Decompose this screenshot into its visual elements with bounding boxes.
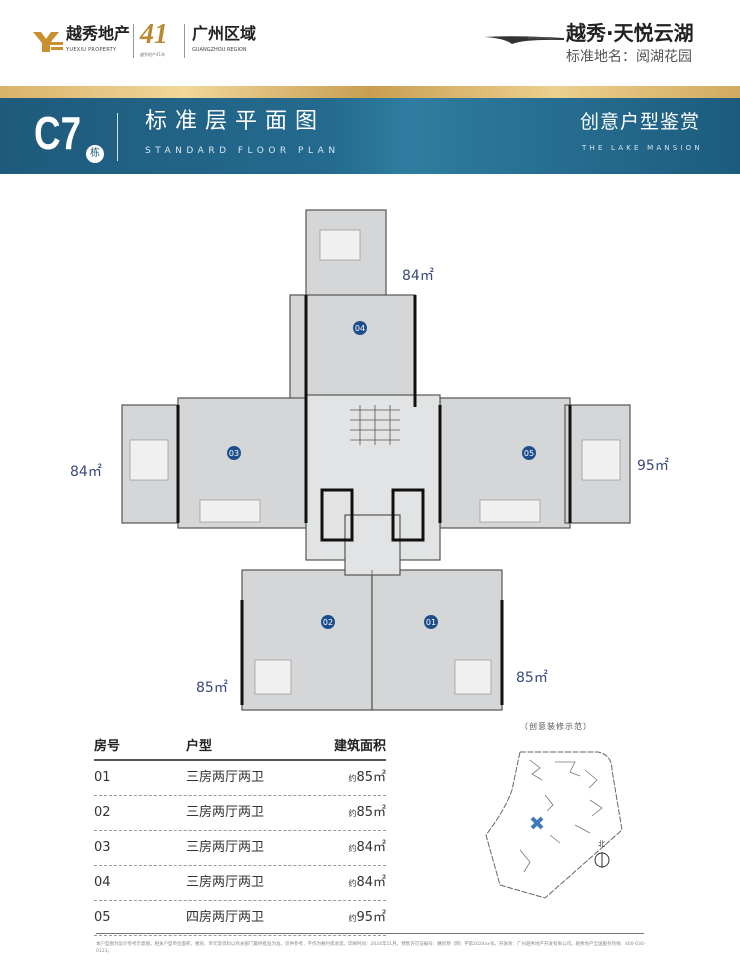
cell-no: 03 [94, 840, 111, 856]
banner-subtitle: STANDARD FLOOR PLAN [145, 146, 340, 156]
unit-area: 85㎡ [196, 680, 228, 696]
unit-label: 03 [229, 449, 239, 458]
siteplan-caption: （创意装修示范） [520, 722, 592, 731]
project-logo-icon: THE LAKE MANSION [484, 36, 564, 44]
title-banner [0, 98, 740, 174]
banner-title: 标准层平面图 [145, 109, 326, 134]
north-label: 北 [598, 840, 605, 848]
cell-area: 84㎡ [356, 875, 386, 891]
banner-right-title: 创意户型鉴赏 [580, 111, 701, 133]
divider [96, 933, 644, 934]
header-area: 建筑面积 [333, 739, 386, 754]
unit-marker-01 [424, 615, 438, 629]
cell-prefix: 约 [348, 879, 357, 889]
unit-label: 01 [426, 618, 436, 627]
unit-label: 04 [355, 324, 365, 333]
table-row: 05 四房两厅两卫 约95㎡ [94, 901, 386, 937]
cell-type: 三房两厅两卫 [186, 840, 265, 856]
unit-label: 05 [524, 449, 534, 458]
table-row: 04 三房两厅两卫 约84㎡ [94, 866, 386, 902]
region-name-en: GUANGZHOU REGION [192, 47, 247, 53]
cell-no: 02 [94, 805, 111, 821]
header-type: 户型 [186, 739, 213, 754]
building-number: C7 [34, 107, 82, 159]
unit-area: 85㎡ [516, 670, 548, 686]
region-name: 广州区域 [192, 24, 257, 43]
cell-prefix: 约 [348, 774, 357, 784]
cell-type: 三房两厅两卫 [186, 805, 265, 821]
cell-prefix: 约 [348, 809, 357, 819]
gold-stripe [0, 86, 740, 98]
unit-label: 02 [323, 618, 333, 627]
unit-04-living [289, 294, 416, 408]
table-row: 02 三房两厅两卫 约85㎡ [94, 796, 386, 832]
cell-area: 85㎡ [356, 805, 386, 821]
banner-right-subtitle: THE LAKE MANSION [582, 144, 703, 152]
floor-plan: 04 03 05 02 01 84㎡ 84㎡ 95㎡ 85㎡ 85㎡ [70, 209, 669, 711]
unit-area: 95㎡ [637, 458, 669, 474]
site-plan: 北 [485, 751, 623, 899]
cell-no: 04 [94, 875, 111, 891]
project-name: 越秀·天悦云湖 [566, 21, 694, 45]
yuexiu-logo-icon [33, 32, 63, 52]
cell-no: 01 [94, 770, 111, 786]
cell-type: 三房两厅两卫 [186, 770, 265, 786]
cell-prefix: 约 [348, 914, 357, 924]
unit-markers [227, 321, 536, 629]
unit-03-living [177, 397, 307, 529]
divider [133, 24, 134, 58]
cell-type: 三房两厅两卫 [186, 875, 265, 891]
unit-marker-03 [227, 446, 241, 460]
anniversary-sub: 越秀地产41年 [140, 52, 166, 57]
building-suffix: 栋 [86, 145, 104, 163]
unit-marker-02 [321, 615, 335, 629]
corridor [344, 514, 401, 576]
table-header: 房号 户型 建筑面积 [94, 739, 386, 762]
table-row: 01 三房两厅两卫 约85㎡ [94, 761, 386, 797]
cell-area: 84㎡ [356, 840, 386, 856]
unit-area: 84㎡ [402, 268, 434, 284]
table-row: 03 三房两厅两卫 约84㎡ [94, 831, 386, 867]
site-boundary [485, 751, 623, 899]
header-no: 房号 [94, 739, 121, 754]
disclaimer: 本户型图为设计参考示意图，相关户型单位面积、楼层、单元等资料以有关部门最终批准为… [96, 942, 646, 954]
brand-name: 越秀地产 [66, 24, 131, 43]
project-alias: 标准地名：阅湖花园 [566, 49, 692, 65]
unit-marker-04 [353, 321, 367, 335]
cell-type: 四房两厅两卫 [186, 910, 265, 926]
divider [184, 24, 185, 58]
brand-name-en: YUEXIU PROPERTY [66, 47, 117, 53]
project-logo-text: THE LAKE MANSION [528, 36, 553, 40]
cell-area: 85㎡ [356, 770, 386, 786]
unit-area: 84㎡ [70, 464, 102, 480]
anniversary-logo: 41 [140, 19, 168, 50]
cell-no: 05 [94, 910, 111, 926]
divider [117, 113, 118, 161]
highlight-building-c7 [530, 816, 544, 830]
cell-area: 95㎡ [356, 910, 386, 926]
cell-prefix: 约 [348, 844, 357, 854]
unit-marker-05 [522, 446, 536, 460]
